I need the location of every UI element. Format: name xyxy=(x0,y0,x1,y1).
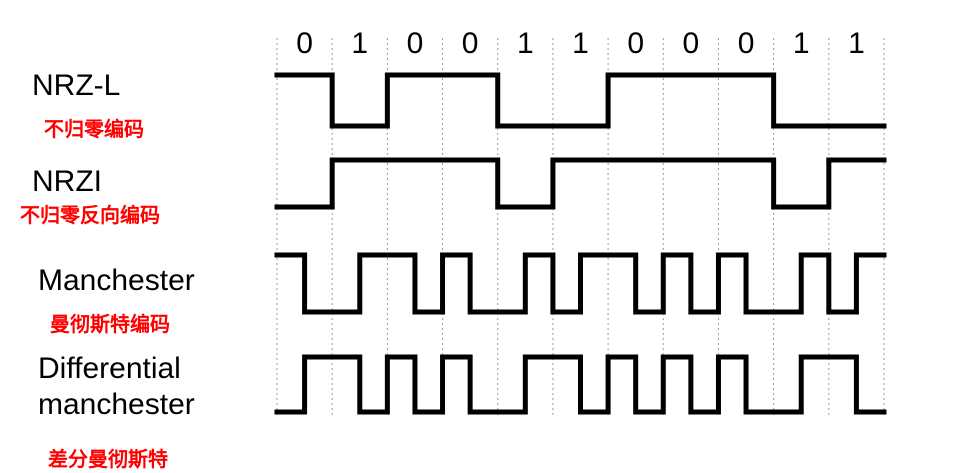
nrzi-waveform xyxy=(274,157,887,210)
bit-label: 1 xyxy=(848,27,865,60)
diffman-waveform xyxy=(274,354,887,415)
waveforms xyxy=(274,72,887,415)
manchester-label-zh: 曼彻斯特编码 xyxy=(50,312,170,336)
bit-label: 0 xyxy=(407,27,424,60)
bit-label: 1 xyxy=(517,27,534,60)
bit-label: 0 xyxy=(296,27,313,60)
bit-labels: 0 1 0 0 1 1 0 0 0 1 1 xyxy=(296,27,865,60)
bit-label: 0 xyxy=(683,27,700,60)
manchester-waveform xyxy=(274,252,887,315)
nrzl-waveform xyxy=(274,72,887,129)
bit-label: 1 xyxy=(572,27,589,60)
nrzi-label-zh: 不归零反向编码 xyxy=(20,203,160,227)
bit-label: 0 xyxy=(738,27,755,60)
nrzl-label: NRZ-L xyxy=(32,69,121,102)
nrzi-label: NRZI xyxy=(32,165,102,198)
diffman-label-line1: Differential xyxy=(38,352,181,385)
nrzl-label-zh: 不归零编码 xyxy=(44,117,144,141)
diffman-label-zh: 差分曼彻斯特 xyxy=(48,447,168,471)
diffman-label-line2: manchester xyxy=(38,388,195,421)
bit-label: 0 xyxy=(627,27,644,60)
bit-label: 1 xyxy=(793,27,810,60)
manchester-label: Manchester xyxy=(38,264,195,297)
bit-label: 1 xyxy=(351,27,368,60)
bit-label: 0 xyxy=(462,27,479,60)
